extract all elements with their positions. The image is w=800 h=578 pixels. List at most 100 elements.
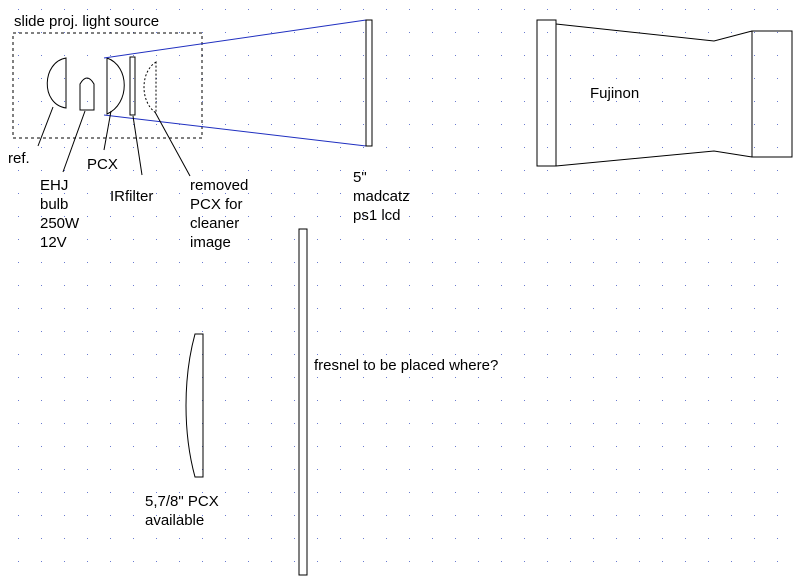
- grid-dot: [41, 446, 42, 447]
- grid-dot: [777, 423, 778, 424]
- grid-dot: [501, 170, 502, 171]
- grid-dot: [386, 124, 387, 125]
- grid-dot: [777, 469, 778, 470]
- grid-dot: [570, 400, 571, 401]
- grid-dot: [202, 216, 203, 217]
- grid-dot: [156, 446, 157, 447]
- grid-dot: [110, 331, 111, 332]
- grid-dot: [593, 101, 594, 102]
- grid-dot: [87, 538, 88, 539]
- grid-dot: [64, 32, 65, 33]
- grid-dot: [547, 262, 548, 263]
- grid-dot: [225, 423, 226, 424]
- grid-dot: [225, 354, 226, 355]
- grid-dot: [708, 538, 709, 539]
- grid-dot: [225, 170, 226, 171]
- grid-dot: [110, 78, 111, 79]
- grid-dot: [570, 147, 571, 148]
- grid-dot: [156, 9, 157, 10]
- grid-dot: [271, 55, 272, 56]
- grid-dot: [524, 400, 525, 401]
- grid-dot: [731, 78, 732, 79]
- grid-dot: [754, 124, 755, 125]
- grid-dot: [547, 193, 548, 194]
- grid-dot: [363, 331, 364, 332]
- grid-dot: [156, 538, 157, 539]
- grid-dot: [64, 262, 65, 263]
- grid-dot: [41, 262, 42, 263]
- grid-dot: [271, 78, 272, 79]
- grid-dot: [524, 446, 525, 447]
- grid-dot: [202, 124, 203, 125]
- grid-dot: [478, 216, 479, 217]
- grid-dot: [225, 377, 226, 378]
- grid-dot: [478, 469, 479, 470]
- grid-dot: [478, 561, 479, 562]
- grid-dot: [363, 354, 364, 355]
- grid-dot: [409, 239, 410, 240]
- grid-dot: [593, 216, 594, 217]
- grid-dot: [432, 446, 433, 447]
- grid-dot: [340, 124, 341, 125]
- grid-dot: [156, 193, 157, 194]
- grid-dot: [87, 308, 88, 309]
- grid-dot: [777, 193, 778, 194]
- grid-dot: [685, 55, 686, 56]
- grid-dot: [616, 377, 617, 378]
- grid-dot: [662, 32, 663, 33]
- grid-dot: [685, 216, 686, 217]
- grid-dot: [777, 354, 778, 355]
- grid-dot: [202, 193, 203, 194]
- grid-dot: [271, 446, 272, 447]
- grid-dot: [386, 446, 387, 447]
- grid-dot: [432, 377, 433, 378]
- grid-dot: [478, 423, 479, 424]
- grid-dot: [570, 331, 571, 332]
- grid-dot: [294, 285, 295, 286]
- grid-dot: [225, 147, 226, 148]
- grid-dot: [64, 561, 65, 562]
- grid-dot: [639, 124, 640, 125]
- grid-dot: [639, 285, 640, 286]
- grid-dot: [662, 55, 663, 56]
- grid-dot: [156, 377, 157, 378]
- grid-dot: [18, 285, 19, 286]
- grid-dot: [64, 239, 65, 240]
- grid-dot: [87, 193, 88, 194]
- grid-dot: [271, 239, 272, 240]
- grid-dot: [777, 55, 778, 56]
- grid-dot: [685, 515, 686, 516]
- grid-dot: [294, 9, 295, 10]
- grid-dot: [524, 285, 525, 286]
- ir-filter: [129, 56, 136, 116]
- fujinon-front-ring: [536, 19, 557, 167]
- grid-dot: [708, 423, 709, 424]
- grid-dot: [455, 446, 456, 447]
- grid-dot: [294, 193, 295, 194]
- grid-dot: [133, 400, 134, 401]
- grid-dot: [639, 308, 640, 309]
- grid-dot: [340, 78, 341, 79]
- grid-dot: [432, 469, 433, 470]
- grid-dot: [501, 492, 502, 493]
- grid-dot: [271, 308, 272, 309]
- grid-dot: [639, 216, 640, 217]
- ir-filter-label: IRfilter: [110, 188, 153, 205]
- grid-dot: [202, 515, 203, 516]
- grid-dot: [248, 423, 249, 424]
- grid-dot: [294, 331, 295, 332]
- grid-dot: [340, 193, 341, 194]
- grid-dot: [133, 9, 134, 10]
- grid-dot: [547, 78, 548, 79]
- grid-dot: [524, 147, 525, 148]
- grid-dot: [386, 262, 387, 263]
- grid-dot: [432, 147, 433, 148]
- grid-dot: [317, 32, 318, 33]
- grid-dot: [777, 262, 778, 263]
- grid-dot: [64, 285, 65, 286]
- grid-dot: [87, 515, 88, 516]
- grid-dot: [455, 239, 456, 240]
- grid-dot: [455, 354, 456, 355]
- pcx-lens-source: [106, 57, 125, 115]
